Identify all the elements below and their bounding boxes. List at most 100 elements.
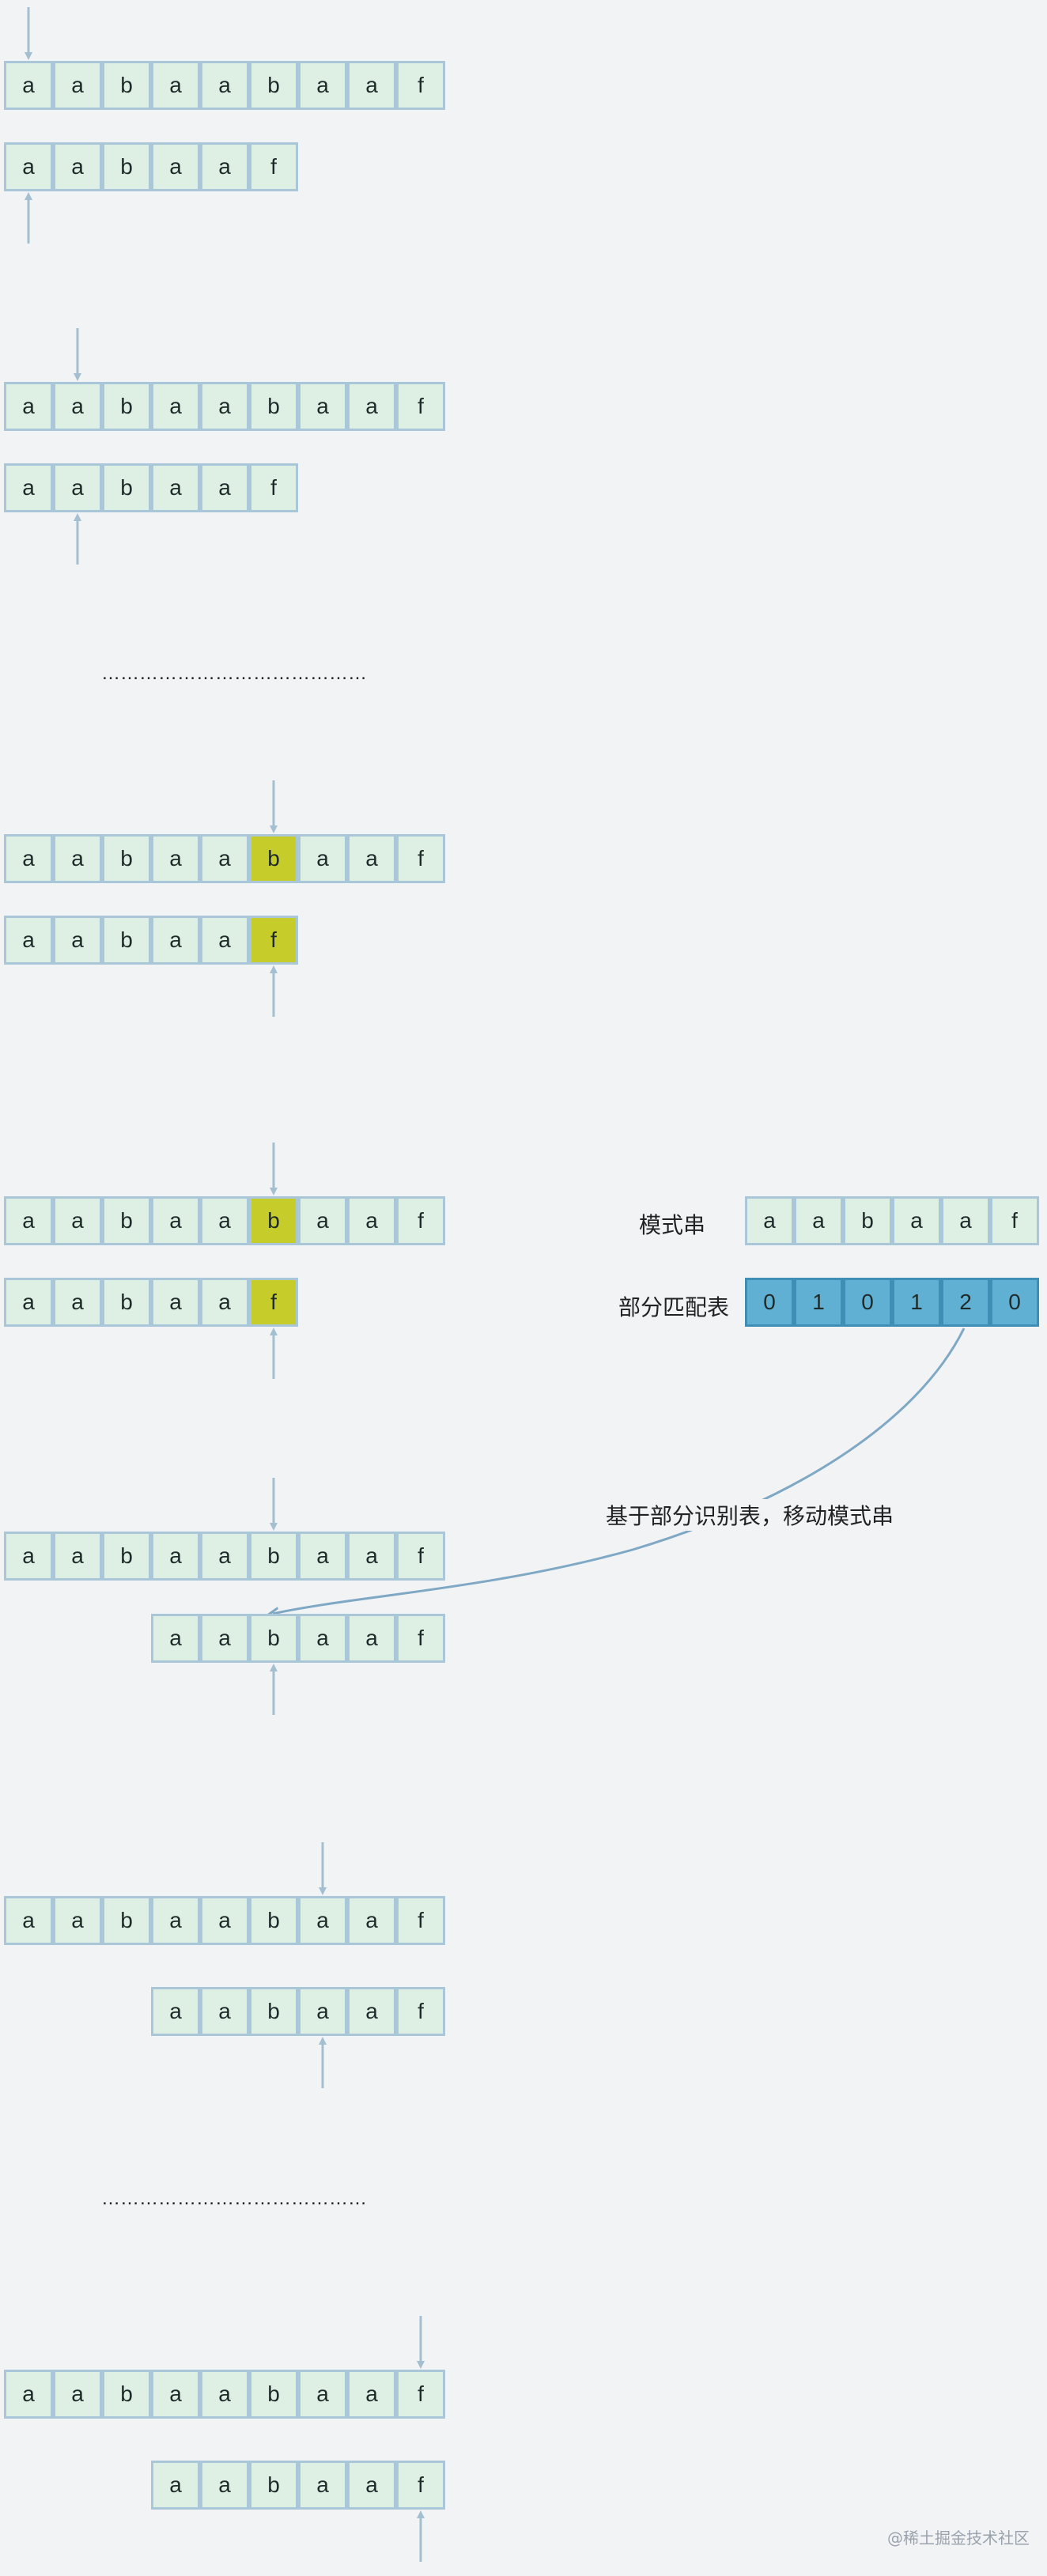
text-cell: a	[4, 1196, 53, 1245]
shift-annotation: 基于部分识别表，移动模式串	[603, 1499, 898, 1531]
pattern-cell: a	[151, 916, 200, 965]
pattern-cell: f	[249, 142, 298, 191]
text-cell: a	[4, 2370, 53, 2419]
table-pattern-cell: a	[794, 1196, 843, 1245]
pattern-cell: a	[53, 142, 102, 191]
text-cell: a	[347, 382, 396, 431]
pattern-cell: a	[4, 463, 53, 512]
text-cell: f	[396, 382, 445, 431]
text-cell: a	[151, 834, 200, 883]
text-cell: a	[53, 1196, 102, 1245]
pattern-cell: b	[102, 916, 151, 965]
pattern-cell: f	[396, 2461, 445, 2510]
pattern-cell: a	[200, 1987, 249, 2036]
text-cell: a	[347, 61, 396, 110]
text-cell: a	[4, 1896, 53, 1945]
text-cell: a	[347, 1196, 396, 1245]
table-pattern-cell: f	[990, 1196, 1039, 1245]
text-cell: a	[4, 61, 53, 110]
text-cell: b	[102, 382, 151, 431]
text-cell: b	[249, 834, 298, 883]
shift-curve-arrow	[273, 1328, 966, 1614]
pattern-cell: f	[249, 1278, 298, 1327]
text-cell: a	[200, 834, 249, 883]
pattern-cell: f	[249, 916, 298, 965]
text-cell: a	[53, 834, 102, 883]
text-cell: a	[200, 382, 249, 431]
text-cell: a	[298, 1896, 347, 1945]
text-cell: a	[53, 1532, 102, 1581]
pattern-cell: b	[102, 142, 151, 191]
pattern-label: 模式串	[639, 1212, 706, 1238]
text-cell: a	[200, 61, 249, 110]
text-cell: a	[200, 2370, 249, 2419]
partial-match-table-label: 部分匹配表	[618, 1294, 730, 1320]
text-cell: a	[298, 834, 347, 883]
pattern-cell: f	[396, 1987, 445, 2036]
table-value-cell: 0	[990, 1278, 1039, 1327]
text-cell: a	[347, 834, 396, 883]
pattern-cell: a	[4, 916, 53, 965]
pattern-cell: a	[53, 1278, 102, 1327]
table-value-cell: 1	[892, 1278, 941, 1327]
text-cell: a	[200, 1532, 249, 1581]
text-cell: f	[396, 1896, 445, 1945]
pattern-cell: a	[151, 463, 200, 512]
table-value-cell: 0	[745, 1278, 794, 1327]
pattern-cell: a	[347, 1987, 396, 2036]
pattern-cell: a	[298, 1614, 347, 1663]
text-cell: a	[347, 1896, 396, 1945]
pattern-cell: f	[396, 1614, 445, 1663]
pattern-cell: a	[200, 1614, 249, 1663]
pattern-cell: b	[249, 1614, 298, 1663]
text-cell: f	[396, 834, 445, 883]
text-cell: a	[151, 382, 200, 431]
pattern-cell: f	[249, 463, 298, 512]
text-cell: a	[347, 1532, 396, 1581]
text-cell: b	[249, 382, 298, 431]
table-pattern-cell: a	[941, 1196, 990, 1245]
text-cell: a	[53, 61, 102, 110]
pattern-cell: a	[4, 1278, 53, 1327]
table-value-cell: 0	[843, 1278, 892, 1327]
pattern-cell: b	[102, 463, 151, 512]
pattern-cell: a	[200, 2461, 249, 2510]
text-cell: a	[151, 1896, 200, 1945]
text-cell: a	[298, 1532, 347, 1581]
table-value-cell: 1	[794, 1278, 843, 1327]
text-cell: f	[396, 1532, 445, 1581]
pattern-cell: a	[151, 1614, 200, 1663]
text-cell: a	[151, 61, 200, 110]
pattern-cell: b	[249, 1987, 298, 2036]
text-cell: f	[396, 1196, 445, 1245]
text-cell: b	[249, 2370, 298, 2419]
text-cell: a	[151, 1532, 200, 1581]
table-pattern-cell: a	[745, 1196, 794, 1245]
pattern-cell: b	[102, 1278, 151, 1327]
text-cell: f	[396, 2370, 445, 2419]
ellipsis-1: ……………………………………	[101, 663, 367, 684]
text-cell: a	[53, 2370, 102, 2419]
text-cell: b	[249, 1896, 298, 1945]
pattern-cell: a	[151, 142, 200, 191]
text-cell: a	[298, 382, 347, 431]
pattern-cell: a	[298, 2461, 347, 2510]
pattern-cell: a	[151, 2461, 200, 2510]
pattern-cell: a	[53, 463, 102, 512]
text-cell: a	[53, 1896, 102, 1945]
text-cell: a	[53, 382, 102, 431]
pattern-cell: a	[53, 916, 102, 965]
text-cell: f	[396, 61, 445, 110]
table-pattern-cell: b	[843, 1196, 892, 1245]
text-cell: b	[102, 2370, 151, 2419]
text-cell: b	[102, 1896, 151, 1945]
text-cell: a	[347, 2370, 396, 2419]
pattern-cell: a	[200, 1278, 249, 1327]
text-cell: b	[102, 1196, 151, 1245]
pattern-cell: a	[151, 1278, 200, 1327]
pattern-cell: a	[347, 2461, 396, 2510]
text-cell: b	[102, 834, 151, 883]
text-cell: a	[151, 2370, 200, 2419]
